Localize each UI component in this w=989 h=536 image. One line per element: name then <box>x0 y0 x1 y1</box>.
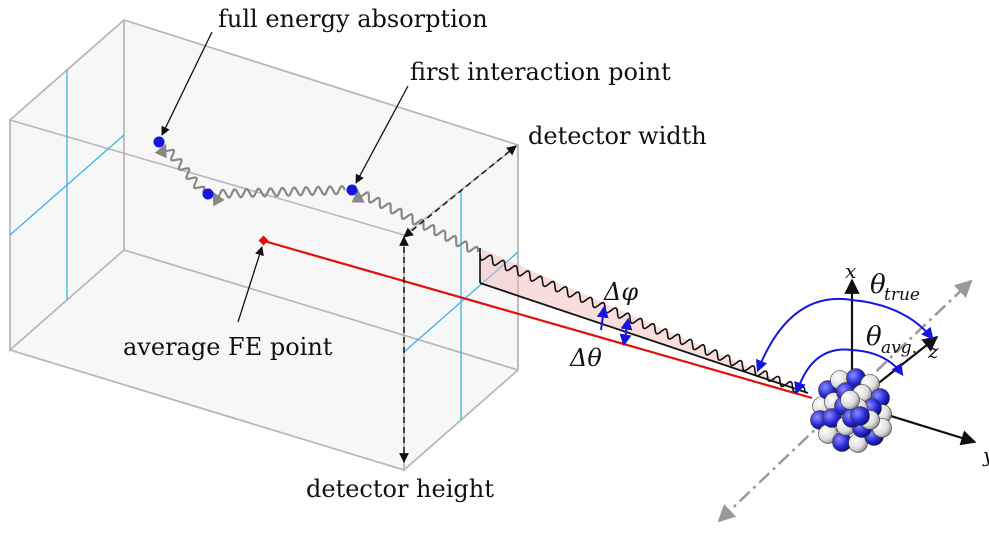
detector-box <box>8 18 520 472</box>
label-detector-width: detector width <box>528 122 707 150</box>
second-interaction-point <box>202 188 214 200</box>
label-first-interaction-point: first interaction point <box>410 58 671 86</box>
delta-phi-marker <box>596 305 609 331</box>
theta-true-subscript: true <box>884 285 920 305</box>
label-full-energy-absorption: full energy absorption <box>218 5 488 33</box>
detector-top-back-edge <box>123 19 519 146</box>
label-x-axis: x <box>845 259 856 283</box>
label-theta-avg: θ avg. <box>866 322 917 358</box>
full-energy-absorption-point <box>153 136 165 148</box>
theta-true-arc <box>755 297 934 373</box>
delta-theta-marker <box>619 317 633 347</box>
nucleus-icon <box>810 368 892 453</box>
label-z-axis: z <box>927 339 939 363</box>
label-theta-true: θ true <box>870 270 920 305</box>
label-delta-phi: Δφ <box>603 278 638 306</box>
label-detector-height: detector height <box>306 475 494 503</box>
gamma-scatter-track-2 <box>212 184 346 207</box>
average-fe-pointer <box>237 246 264 323</box>
average-fe-point-marker <box>258 235 269 246</box>
first-interaction-pointer <box>355 85 409 184</box>
label-average-fe-point: average FE point <box>123 333 333 361</box>
theta-true-symbol: θ <box>870 270 886 300</box>
nucleus-neutron <box>840 390 860 410</box>
detector-width-arrow <box>403 145 517 238</box>
label-y-axis: y <box>982 443 989 467</box>
label-delta-theta: Δθ <box>569 344 602 372</box>
theta-avg-symbol: θ <box>866 322 882 352</box>
full-energy-pointer <box>161 31 213 136</box>
first-interaction-point <box>346 184 358 196</box>
gamma-scatter-track-3 <box>154 143 206 193</box>
nucleus-proton <box>850 406 870 426</box>
theta-avg-arc <box>794 348 904 395</box>
theta-avg-subscript: avg. <box>881 338 917 358</box>
segment-line-left-horizontal <box>9 134 125 236</box>
reference-line <box>479 282 809 394</box>
